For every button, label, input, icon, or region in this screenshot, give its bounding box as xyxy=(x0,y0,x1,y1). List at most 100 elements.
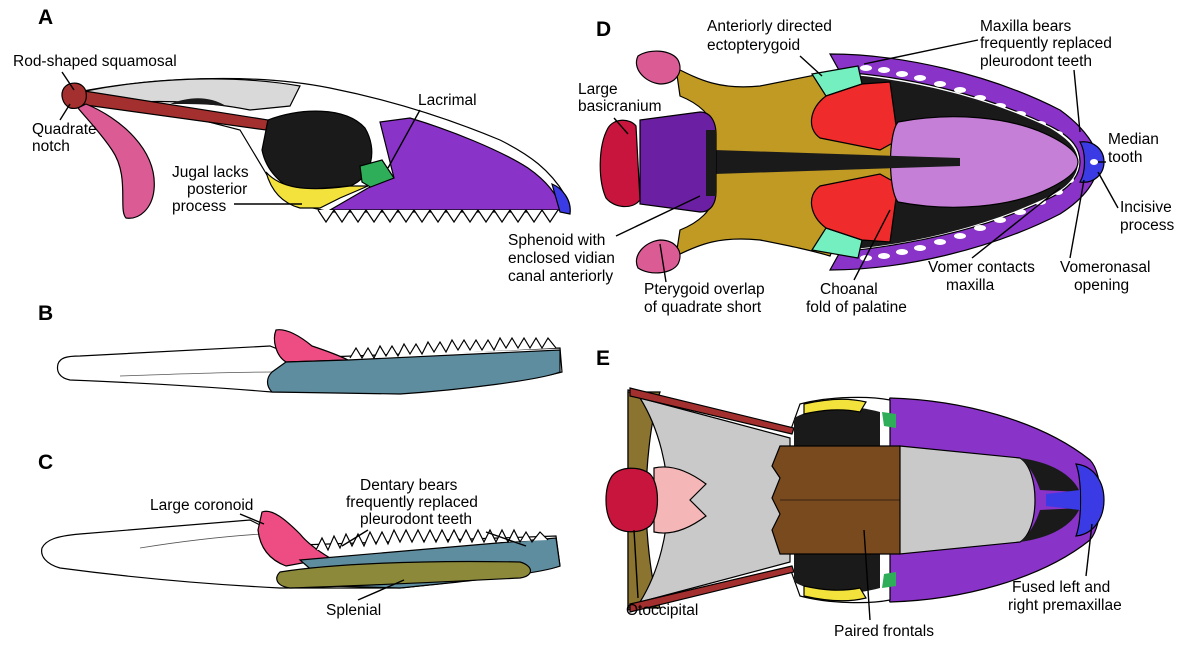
premaxilla-dorsal xyxy=(1075,463,1105,537)
panel-e-letter: E xyxy=(596,347,610,370)
orbit-lower-dorsal xyxy=(794,550,880,594)
leader-splenial xyxy=(357,579,405,601)
panel-a: A Rod-shaped squamosal Quadrate notch La… xyxy=(13,6,571,224)
label-frontals: Paired frontals xyxy=(834,623,934,640)
sphenoid-bone xyxy=(639,111,717,213)
jugal-lower-dorsal xyxy=(803,585,867,602)
label-median-2: tooth xyxy=(1108,149,1142,166)
premaxilla-bone xyxy=(551,182,571,215)
dentary-inner-b xyxy=(266,349,561,395)
basicranium xyxy=(599,119,641,208)
leader-vomer xyxy=(971,187,1061,259)
panel-e: E Otoccipital xyxy=(596,347,1122,640)
splenial-c xyxy=(276,560,532,589)
leader-choanal xyxy=(853,209,891,281)
leader-vomeronasal xyxy=(1069,179,1085,259)
mandible-c-inner xyxy=(139,533,263,549)
label-splenial: Splenial xyxy=(326,602,381,619)
label-median-1: Median xyxy=(1108,131,1159,148)
label-pterygoid-2: of quadrate short xyxy=(644,299,762,316)
leader-quadrate-notch xyxy=(59,103,71,121)
label-lacrimal: Lacrimal xyxy=(418,92,477,109)
label-vomeronasal-2: opening xyxy=(1074,277,1129,294)
occipital-condyle xyxy=(605,467,659,533)
label-maxilla-1: Maxilla bears xyxy=(980,18,1072,35)
panel-b: B xyxy=(38,302,563,395)
maxilla-palatal xyxy=(828,53,1099,271)
panel-c-letter: C xyxy=(38,451,53,474)
teeth-b xyxy=(349,336,557,360)
coronoid-c xyxy=(257,510,332,567)
sphenoid-canal xyxy=(706,130,716,196)
panel-d-letter: D xyxy=(596,18,611,41)
label-maxilla-2: frequently replaced xyxy=(980,35,1112,52)
label-vomer-1: Vomer contacts xyxy=(928,259,1035,276)
palate-midline-dark xyxy=(714,150,960,174)
label-coronoid: Large coronoid xyxy=(150,497,253,514)
panel-a-letter: A xyxy=(38,6,53,29)
roof-dark-sliver xyxy=(170,98,226,106)
supraoccipital xyxy=(653,466,707,534)
orbit-upper-dorsal xyxy=(794,406,880,450)
label-pterygoid-1: Pterygoid overlap xyxy=(644,281,765,298)
label-jugal-2: posterior xyxy=(187,181,247,198)
nasal-bones xyxy=(899,445,1036,555)
leader-dentary-b xyxy=(485,531,527,547)
label-jugal-3: process xyxy=(172,198,227,215)
maxillary-teeth xyxy=(860,65,1074,261)
teeth-c xyxy=(315,528,549,552)
leader-maxilla-a xyxy=(863,39,979,65)
mandible-b-inner xyxy=(119,371,273,377)
label-ecto-2: ectopterygoid xyxy=(707,37,800,54)
label-dentary-3: pleurodont teeth xyxy=(360,511,472,528)
leader-lacrimal xyxy=(387,109,421,169)
leader-coronoid xyxy=(239,513,265,525)
label-sphenoid-2: enclosed vidian xyxy=(508,250,615,267)
quadrate-d-lower xyxy=(635,239,681,274)
panel-b-letter: B xyxy=(38,302,53,325)
label-squamosal: Rod-shaped squamosal xyxy=(13,53,177,70)
label-premax-1: Fused left and xyxy=(1012,579,1110,596)
label-ecto-1: Anteriorly directed xyxy=(707,18,832,35)
panel-c: C Large coronoid Dentary bears frequentl… xyxy=(38,451,561,619)
premaxilla-nasal-process xyxy=(1046,490,1080,510)
leader-premax xyxy=(1085,523,1093,577)
leader-squamosal xyxy=(61,71,75,91)
label-dentary-2: frequently replaced xyxy=(346,494,478,511)
orbit xyxy=(261,110,373,191)
label-basicranium-1: Large xyxy=(578,81,618,98)
label-quadrate-notch-1: Quadrate xyxy=(32,121,97,138)
quadrate-bone xyxy=(77,103,155,219)
leader-incisive xyxy=(1097,171,1119,209)
naris-lower xyxy=(1020,508,1080,542)
lacrimal-upper-dorsal xyxy=(882,412,896,428)
squamosal-rod-lower xyxy=(629,565,795,613)
quadrate-head xyxy=(61,82,87,109)
coronoid-b xyxy=(273,329,349,363)
upper-teeth-row xyxy=(317,208,559,224)
label-vomer-2: maxilla xyxy=(946,277,995,294)
leader-maxilla-b xyxy=(1073,69,1081,133)
median-tooth-shape xyxy=(1090,159,1098,165)
panel-d: D xyxy=(508,18,1175,316)
naris-upper xyxy=(1020,458,1080,492)
label-basicranium-2: basicranium xyxy=(578,98,662,115)
leader-ecto xyxy=(799,55,823,77)
label-sphenoid-3: canal anteriorly xyxy=(508,268,613,285)
leader-basicranium xyxy=(613,117,629,135)
squamosal-rod-upper xyxy=(629,387,795,435)
label-incisive-1: Incisive xyxy=(1120,199,1172,216)
label-vomeronasal-1: Vomeronasal xyxy=(1060,259,1150,276)
jugal-upper-dorsal xyxy=(803,398,867,415)
palatine-upper xyxy=(810,81,899,151)
label-choanal-2: fold of palatine xyxy=(806,299,907,316)
leader-frontals xyxy=(863,529,871,621)
leader-pterygoid xyxy=(659,243,667,283)
palatine-lower xyxy=(810,173,899,243)
label-incisive-2: process xyxy=(1120,217,1175,234)
label-dentary-1: Dentary bears xyxy=(360,477,458,494)
label-otoccipital: Otoccipital xyxy=(626,602,698,619)
vomer-bone xyxy=(889,116,1079,208)
label-sphenoid-1: Sphenoid with xyxy=(508,232,605,249)
